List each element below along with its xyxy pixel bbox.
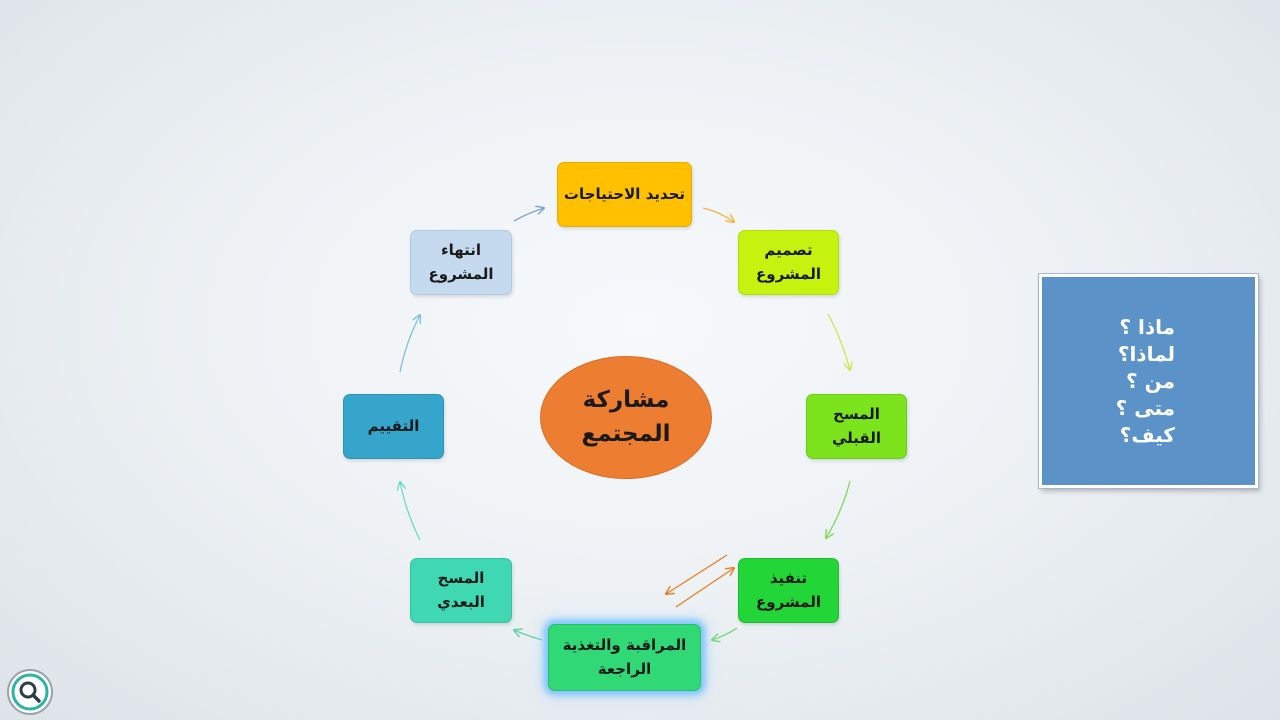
arrow-post-to-eval (400, 482, 421, 541)
question-what: ماذا ؟ (1119, 315, 1175, 339)
center-label-line2: المجتمع (581, 420, 671, 447)
step-post-survey: المسح البعدي (410, 558, 512, 623)
step-label-line1: المراقبة والتغذية (562, 636, 687, 655)
step-pre-survey: المسح القبلي (806, 394, 907, 459)
step-project-design: تصميم المشروع (738, 230, 839, 295)
step-project-end: انتهاء المشروع (410, 230, 512, 295)
arrow-eval-to-end (399, 315, 420, 373)
step-label-line1: المسح (437, 569, 485, 588)
step-label-line1: تصميم (764, 241, 813, 260)
step-project-implementation: تنفيذ المشروع (738, 558, 839, 623)
step-label-line1: التقييم (367, 416, 420, 435)
arrow-impl-to-monitor-orange (666, 554, 728, 594)
arrow-end-to-needs (513, 208, 544, 222)
step-label-line2: الراجعة (597, 659, 652, 678)
step-label-line2: المشروع (756, 264, 821, 283)
step-label-line2: المشروع (428, 264, 494, 283)
step-label-line1: المسح القبلي (832, 405, 881, 447)
step-label-line1: تحديد الاحتياجات (563, 184, 686, 203)
center-label-line1: مشاركة (582, 387, 670, 414)
questions-box: ماذا ؟ لماذا؟ من ؟ متى ؟ كيف؟ (1038, 273, 1259, 489)
step-label-line2: المشروع (756, 592, 821, 611)
arrow-impl-to-monitor (712, 627, 738, 640)
step-label-line1: انتهاء (440, 241, 482, 260)
question-why: لماذا؟ (1117, 342, 1175, 366)
question-who: من ؟ (1126, 369, 1175, 393)
step-label-line1: تنفيذ (769, 569, 808, 588)
arrow-needs-to-design (702, 207, 734, 222)
question-how: كيف؟ (1119, 423, 1175, 447)
search-icon (7, 669, 53, 715)
arrow-monitor-to-post (514, 630, 543, 641)
arrow-monitor-to-impl (675, 568, 734, 608)
step-monitoring-feedback: المراقبة والتغذية الراجعة (548, 624, 701, 691)
step-evaluation: التقييم (343, 394, 444, 459)
step-label-line2: البعدي (437, 592, 485, 611)
arrow-pre-to-impl (826, 480, 851, 538)
step-needs-assessment: تحديد الاحتياجات (557, 162, 692, 227)
question-when: متى ؟ (1115, 396, 1175, 420)
center-community-participation: مشاركة المجتمع (540, 356, 712, 479)
arrow-design-to-pre (827, 313, 850, 370)
